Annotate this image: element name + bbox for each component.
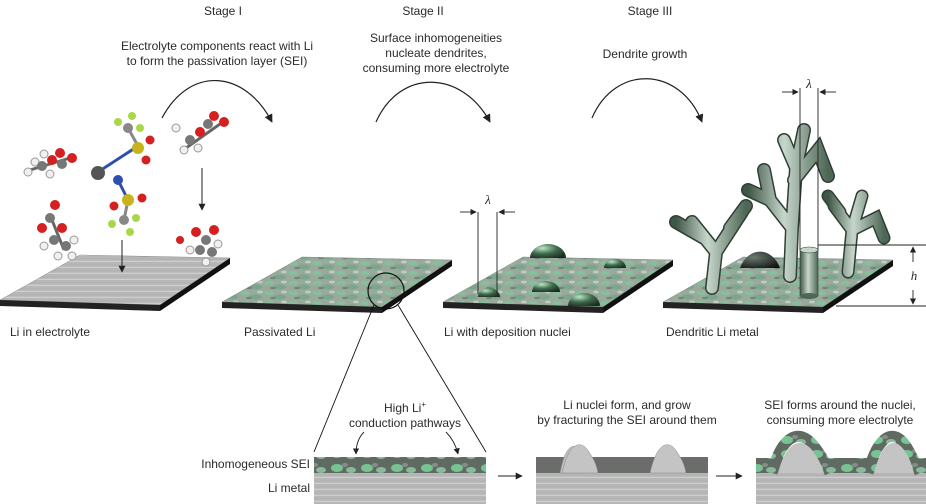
cross-section-3 [756,430,926,504]
sei-forms-caption-line-1: SEI forms around the nuclei, [764,398,916,412]
high-li-line-1: High Li+ [340,397,470,416]
pointer-arrow-right [445,431,460,455]
dendrite-big-nucleus [740,251,780,268]
height-label: h [910,268,918,283]
plate-dendritic-li-metal [662,256,894,313]
stage-1-caption-line-2: to form the passivation layer (SEI) [126,54,308,68]
stage-1-caption: Electrolyte components react with Li to … [100,39,334,69]
cross-section-2 [536,444,708,504]
zoom-circle [313,272,487,453]
high-li-conduction-label: High Li+ conduction pathways [340,397,470,431]
molecule-cyclic-carbonate-left [37,200,79,261]
dendrite-column [799,246,819,299]
nuclei-form-caption-line-1: Li nuclei form, and grow [563,398,691,412]
plate-li-with-deposition-nuclei [442,256,674,313]
plate-passivated-li [221,256,453,313]
panel-label-li-in-electrolyte: Li in electrolyte [10,325,91,339]
cross-section-1 [314,457,486,504]
molecule-linear-carbonate-right [171,111,229,155]
sei-forms-caption: SEI forms around the nuclei, consuming m… [754,398,926,428]
molecule-carbonate-top-left [23,148,77,179]
stage-2-caption: Surface inhomogeneities nucleate dendrit… [348,31,524,76]
plate-li-in-electrolyte [0,254,231,311]
high-li-line-2: conduction pathways [348,416,462,430]
lambda-label-stage3: λ [806,76,812,91]
stage-2-caption-line-2: nucleate dendrites, [385,46,487,60]
stage-3-caption-line-1: Dendrite growth [602,47,688,61]
panel-label-li-with-deposition-nuclei: Li with deposition nuclei [444,325,571,339]
stage-arrow-3 [591,78,704,123]
stage-1-label: Stage I [203,4,243,18]
lambda-marker-stage3 [782,88,836,250]
high-li-text: High Li [383,401,422,415]
nuclei-form-caption: Li nuclei form, and grow by fracturing t… [536,398,718,428]
sei-forms-caption-line-2: consuming more electrolyte [766,413,914,427]
stage-3-label: Stage III [627,4,673,18]
stage-2-label: Stage II [402,4,444,18]
stage-3-caption: Dendrite growth [590,47,700,62]
stage-2-caption-line-3: consuming more electrolyte [362,61,510,75]
lambda-marker-stage2 [460,208,515,294]
deposition-nuclei [478,244,626,306]
height-marker [818,244,926,307]
pointer-arrow-left [352,431,365,455]
stage-arrow-2 [375,81,491,123]
inhomogeneous-sei-label: Inhomogeneous SEI [201,457,310,471]
molecule-cyclic-carbonate-right [176,225,223,267]
high-li-sup: + [421,400,427,409]
stage-arrow-1 [161,80,273,123]
panel-label-dendritic-li-metal: Dendritic Li metal [666,325,759,339]
panel-label-passivated-li: Passivated Li [244,325,316,339]
molecule-tfsi-salt [91,112,155,236]
stage-1-caption-line-1: Electrolyte components react with Li [120,39,314,53]
li-metal-label: Li metal [267,481,310,495]
nuclei-form-caption-line-2: by fracturing the SEI around them [537,413,717,427]
lambda-label-stage2: λ [485,192,491,207]
stage-2-caption-line-1: Surface inhomogeneities [369,31,503,45]
